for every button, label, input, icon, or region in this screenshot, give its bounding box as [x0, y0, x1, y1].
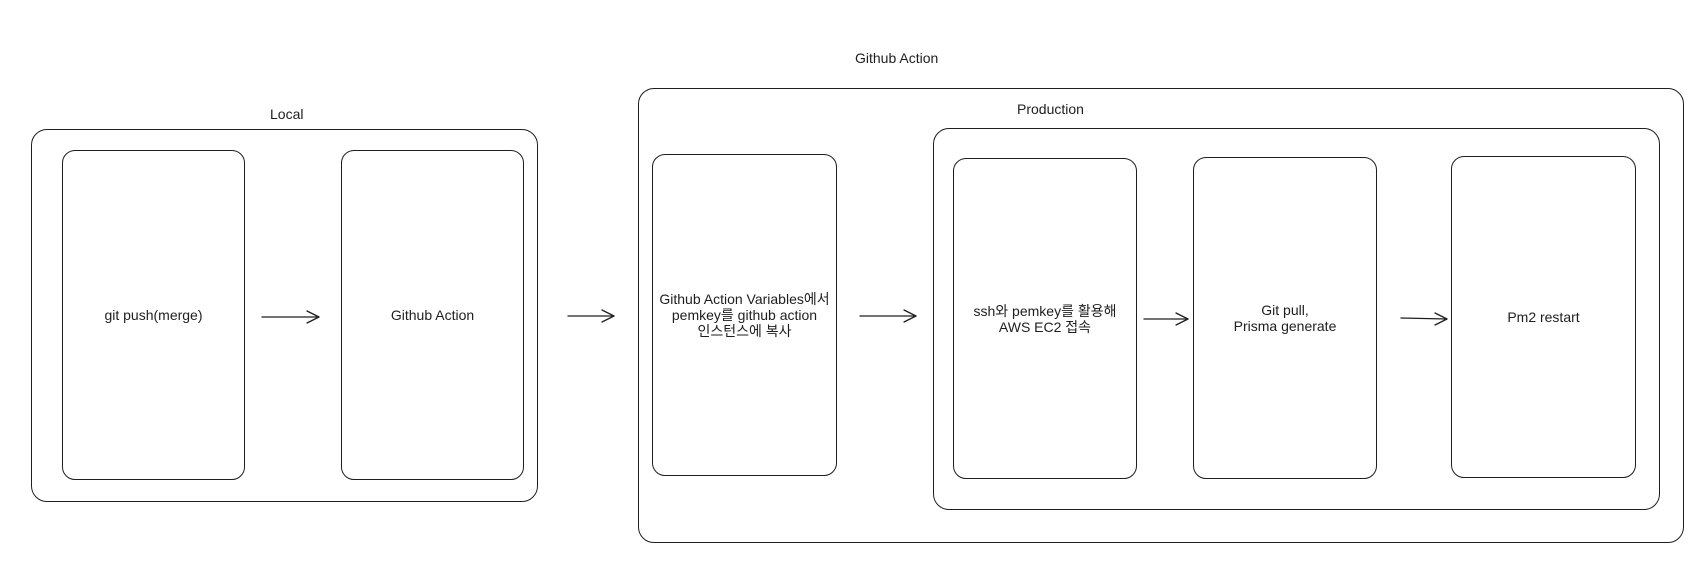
ssh-connect-node[interactable]: ssh와 pemkey를 활용해 AWS EC2 접속	[953, 158, 1137, 479]
production-group-label: Production	[1017, 101, 1084, 117]
copy-pemkey-node[interactable]: Github Action Variables에서 pemkey를 github…	[652, 154, 837, 476]
pm2-restart-node[interactable]: Pm2 restart	[1451, 156, 1636, 478]
github-action-label: Github Action	[390, 307, 475, 323]
arrow-local-to-github-action-group	[567, 309, 615, 323]
github-action-node[interactable]: Github Action	[341, 150, 524, 480]
ssh-connect-label: ssh와 pemkey를 활용해 AWS EC2 접속	[973, 302, 1117, 335]
local-container	[31, 129, 538, 502]
git-pull-label: Git pull, Prisma generate	[1233, 302, 1337, 334]
github-action-group-label: Github Action	[855, 50, 939, 66]
pm2-restart-label: Pm2 restart	[1507, 309, 1580, 325]
production-container	[933, 128, 1660, 510]
github-action-container	[638, 88, 1684, 543]
git-push-node[interactable]: git push(merge)	[62, 150, 245, 480]
copy-pemkey-label: Github Action Variables에서 pemkey를 github…	[659, 291, 830, 339]
local-group-label: Local	[270, 106, 304, 122]
git-pull-node[interactable]: Git pull, Prisma generate	[1193, 157, 1377, 479]
git-push-label: git push(merge)	[104, 307, 203, 323]
